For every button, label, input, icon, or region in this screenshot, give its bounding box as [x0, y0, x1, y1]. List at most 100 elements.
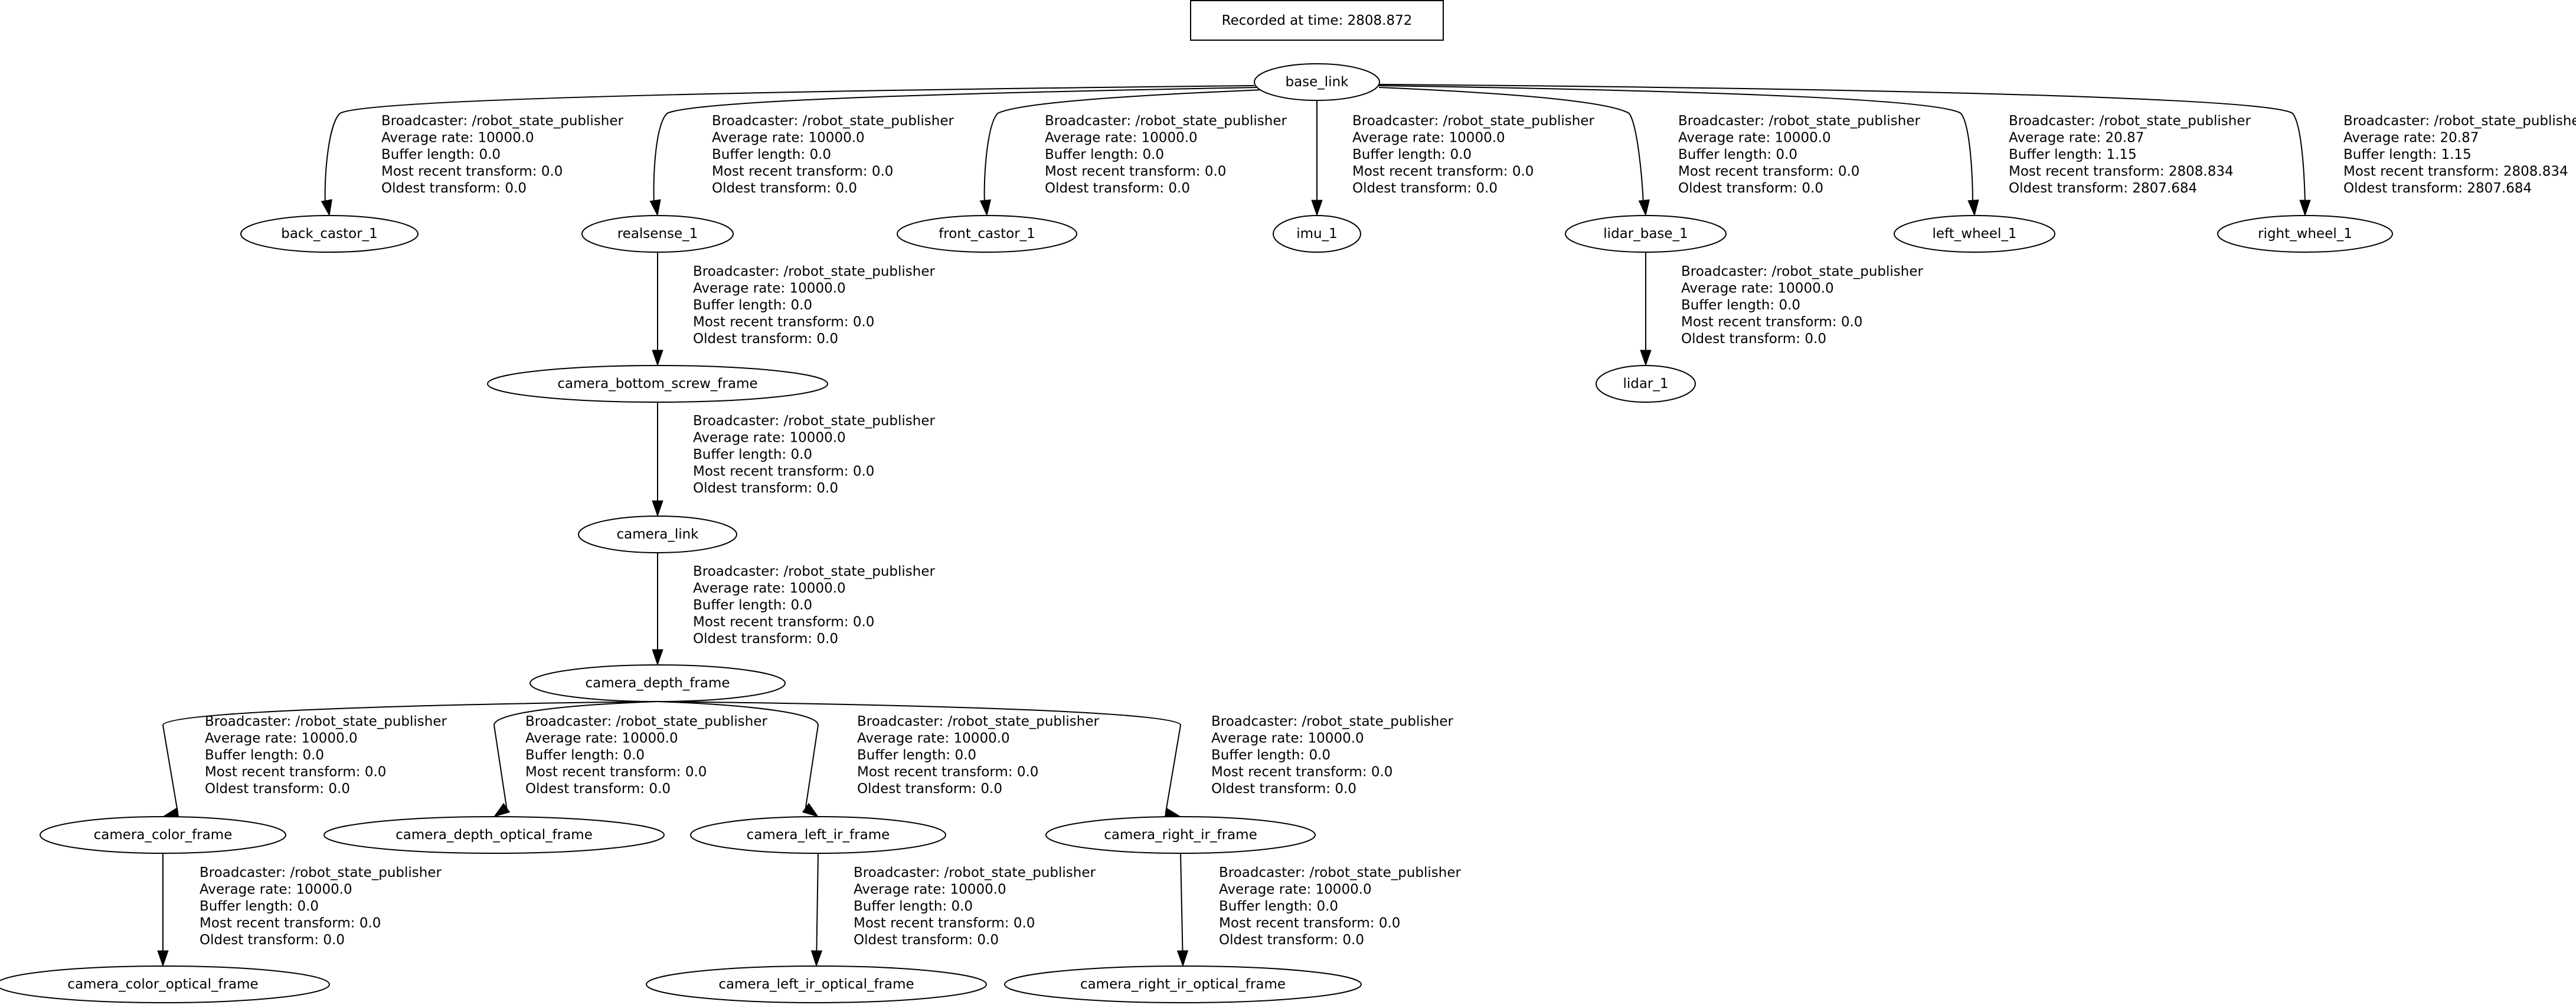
- node-imu-1-label: imu_1: [1296, 226, 1338, 242]
- edge-base-link-to-back-castor-1-arrowhead: [321, 199, 332, 217]
- edge-label-line: Buffer length: 0.0: [712, 147, 831, 162]
- node-camera-right-ir-frame-ellipse: [1045, 816, 1316, 854]
- node-lidar-base-1[interactable]: lidar_base_1: [1565, 215, 1727, 253]
- edge-label-line: Oldest transform: 0.0: [712, 181, 857, 196]
- edge-camera-depth-frame-to-camera-left-ir-frame-line: [657, 701, 819, 808]
- edge-label-line: Broadcaster: /robot_state_publisher: [712, 113, 954, 129]
- node-camera-color-frame-label: camera_color_frame: [94, 827, 233, 843]
- node-left-wheel-1[interactable]: left_wheel_1: [1894, 215, 2055, 253]
- edge-label-line: Buffer length: 1.15: [2343, 147, 2472, 162]
- edge-label-line: Oldest transform: 0.0: [693, 631, 838, 647]
- edge-label-line: Broadcaster: /robot_state_publisher: [205, 714, 447, 729]
- edge-label-line: Oldest transform: 0.0: [854, 932, 999, 948]
- node-back-castor-1-ellipse: [240, 215, 419, 253]
- edge-base-link-to-left-wheel-1-line: [1378, 85, 1973, 204]
- edge-label-line: Average rate: 10000.0: [200, 882, 352, 898]
- node-realsense-1[interactable]: realsense_1: [581, 215, 734, 253]
- edge-camera-depth-frame-to-camera-right-ir-frame-line: [657, 701, 1182, 814]
- node-right-wheel-1[interactable]: right_wheel_1: [2217, 215, 2393, 253]
- edge-label-line: Most recent transform: 0.0: [712, 164, 893, 180]
- edge-label-line: Average rate: 10000.0: [1352, 131, 1505, 146]
- edge-camera-bottom-screw-frame-to-camera-link-arrowhead: [652, 500, 663, 517]
- edge-label-line: Average rate: 10000.0: [525, 731, 678, 746]
- edge-label-line: Buffer length: 0.0: [205, 748, 324, 763]
- node-imu-1[interactable]: imu_1: [1273, 215, 1361, 253]
- edge-label-line: Average rate: 10000.0: [1678, 131, 1831, 146]
- edge-label-line: Broadcaster: /robot_state_publisher: [1678, 113, 1920, 129]
- node-front-castor-1-label: front_castor_1: [939, 226, 1035, 242]
- edge-label-line: Most recent transform: 0.0: [525, 765, 707, 780]
- edge-label-line: Broadcaster: /robot_state_publisher: [693, 264, 935, 279]
- node-camera-left-ir-optical-frame[interactable]: camera_left_ir_optical_frame: [646, 965, 987, 1003]
- node-camera-bottom-screw-frame[interactable]: camera_bottom_screw_frame: [487, 365, 828, 403]
- node-back-castor-1-label: back_castor_1: [281, 226, 378, 242]
- node-camera-bottom-screw-frame-ellipse: [487, 365, 828, 403]
- node-camera-bottom-screw-frame-label: camera_bottom_screw_frame: [557, 376, 757, 392]
- node-camera-depth-frame-label: camera_depth_frame: [586, 676, 730, 691]
- node-front-castor-1[interactable]: front_castor_1: [897, 215, 1077, 253]
- node-base-link[interactable]: base_link: [1254, 63, 1380, 101]
- edge-label-line: Buffer length: 0.0: [1045, 147, 1164, 162]
- edge-label-line: Average rate: 10000.0: [693, 430, 846, 446]
- edge-label-line: Buffer length: 0.0: [525, 748, 645, 763]
- edge-label-line: Most recent transform: 0.0: [1211, 765, 1392, 780]
- edge-label-line: Broadcaster: /robot_state_publisher: [1045, 113, 1287, 129]
- edge-label-line: Buffer length: 0.0: [854, 899, 973, 914]
- edge-label-line: Oldest transform: 0.0: [200, 932, 345, 948]
- edge-label-line: Broadcaster: /robot_state_publisher: [693, 564, 935, 579]
- node-camera-color-optical-frame[interactable]: camera_color_optical_frame: [0, 965, 330, 1003]
- edge-label-line: Buffer length: 0.0: [857, 748, 976, 763]
- edge-label-line: Broadcaster: /robot_state_publisher: [525, 714, 767, 729]
- node-back-castor-1[interactable]: back_castor_1: [240, 215, 419, 253]
- edge-label-line: Oldest transform: 0.0: [1211, 781, 1356, 797]
- edge-label-line: Buffer length: 0.0: [200, 899, 319, 914]
- edge-label-line: Average rate: 10000.0: [693, 281, 846, 296]
- node-camera-link-ellipse: [578, 516, 737, 553]
- node-camera-color-frame[interactable]: camera_color_frame: [40, 816, 286, 854]
- edge-label-line: Most recent transform: 0.0: [1681, 315, 1862, 330]
- edge-label-line: Most recent transform: 0.0: [1219, 916, 1400, 931]
- edge-label-line: Most recent transform: 0.0: [854, 916, 1035, 931]
- node-camera-right-ir-frame-label: camera_right_ir_frame: [1104, 827, 1257, 843]
- node-camera-depth-optical-frame-label: camera_depth_optical_frame: [395, 827, 593, 843]
- node-camera-link[interactable]: camera_link: [578, 516, 737, 553]
- node-imu-1-ellipse: [1273, 215, 1361, 253]
- edge-camera-color-frame-to-camera-color-optical-frame-arrowhead: [157, 950, 169, 967]
- node-lidar-base-1-label: lidar_base_1: [1603, 226, 1688, 242]
- edge-label-line: Buffer length: 1.15: [2009, 147, 2137, 162]
- node-camera-right-ir-optical-frame[interactable]: camera_right_ir_optical_frame: [1004, 965, 1362, 1003]
- edge-base-link-to-back-castor-1-line: [324, 85, 1255, 204]
- recorded-time-header: Recorded at time: 2808.872: [1190, 0, 1444, 41]
- edge-label-line: Broadcaster: /robot_state_publisher: [2343, 113, 2576, 129]
- edge-label-line: Broadcaster: /robot_state_publisher: [1352, 113, 1594, 129]
- edge-label-line: Broadcaster: /robot_state_publisher: [2009, 113, 2251, 129]
- node-left-wheel-1-ellipse: [1894, 215, 2055, 253]
- node-camera-right-ir-frame[interactable]: camera_right_ir_frame: [1045, 816, 1316, 854]
- node-camera-left-ir-frame-ellipse: [690, 816, 946, 854]
- edge-base-link-to-right-wheel-1-arrowhead: [2299, 200, 2311, 217]
- node-camera-right-ir-optical-frame-ellipse: [1004, 965, 1362, 1003]
- node-camera-depth-optical-frame[interactable]: camera_depth_optical_frame: [323, 816, 665, 854]
- node-camera-depth-frame[interactable]: camera_depth_frame: [529, 664, 786, 702]
- node-lidar-1[interactable]: lidar_1: [1596, 365, 1696, 403]
- edge-label-line: Buffer length: 0.0: [693, 447, 812, 462]
- edge-label-line: Oldest transform: 2807.684: [2009, 181, 2197, 196]
- edge-label-line: Average rate: 20.87: [2009, 131, 2144, 146]
- node-camera-left-ir-frame[interactable]: camera_left_ir_frame: [690, 816, 946, 854]
- edge-camera-depth-frame-to-camera-left-ir-frame-arrowhead: [802, 803, 819, 817]
